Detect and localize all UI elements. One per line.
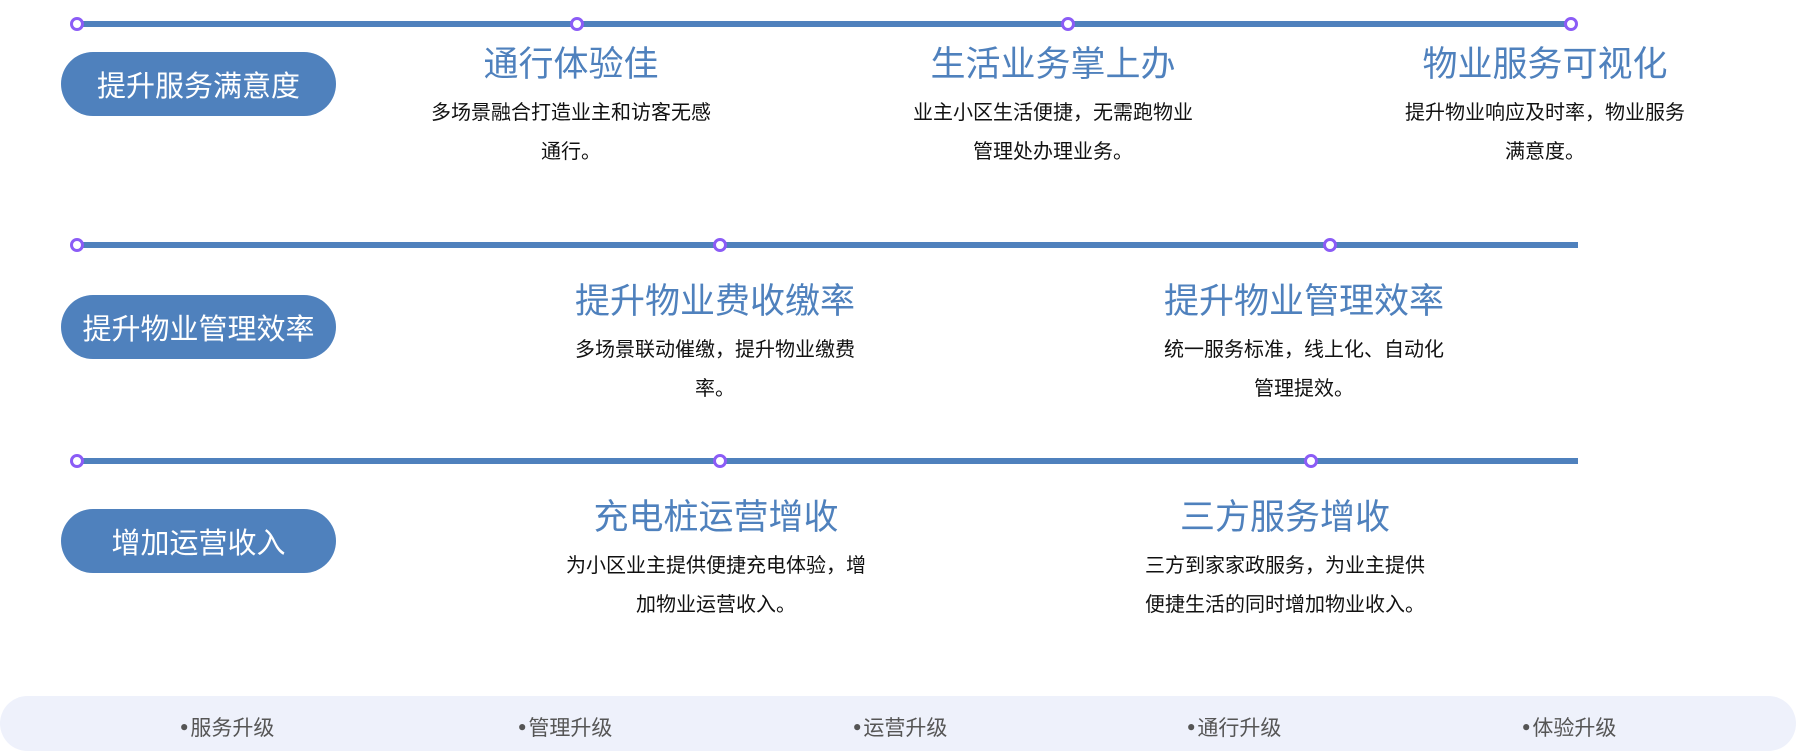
timeline-dot [1061, 17, 1075, 31]
timeline-dot [713, 238, 727, 252]
benefit-title: 充电桩运营增收 [593, 498, 839, 538]
tag-service-upgrade: •服务升级 [178, 716, 275, 740]
benefit-title: 提升物业管理效率 [1163, 282, 1444, 322]
benefit-desc: 多场景联动催缴，提升物业缴费率。 [575, 337, 855, 400]
category-pill-service: 提升服务满意度 [61, 52, 336, 116]
benefit-desc: 三方到家家政服务，为业主提供便捷生活的同时增加物业收入。 [1145, 553, 1425, 616]
benefit-title: 通行体验佳 [483, 45, 659, 85]
benefit-desc: 统一服务标准，线上化、自动化管理提效。 [1164, 337, 1444, 400]
timeline-dot [1304, 454, 1318, 468]
category-pill-management: 提升物业管理效率 [61, 295, 336, 359]
benefit-title: 三方服务增收 [1179, 498, 1390, 538]
benefit-title: 物业服务可视化 [1422, 45, 1668, 85]
tag-management-upgrade: •管理升级 [516, 716, 613, 740]
benefit-item: 提升物业管理效率 统一服务标准，线上化、自动化管理提效。 [1134, 280, 1474, 408]
benefit-desc: 提升物业响应及时率，物业服务满意度。 [1405, 100, 1685, 163]
tag-access-upgrade: •通行升级 [1185, 716, 1282, 740]
timeline-dot [70, 238, 84, 252]
benefit-item: 生活业务掌上办 业主小区生活便捷，无需跑物业管理处办理业务。 [883, 43, 1223, 171]
timeline-line-2 [77, 242, 1578, 248]
benefit-desc: 为小区业主提供便捷充电体验，增加物业运营收入。 [566, 553, 866, 616]
category-pill-revenue: 增加运营收入 [61, 509, 336, 573]
timeline-dot [70, 17, 84, 31]
benefit-item: 物业服务可视化 提升物业响应及时率，物业服务满意度。 [1375, 43, 1715, 171]
benefit-item: 提升物业费收缴率 多场景联动催缴，提升物业缴费率。 [545, 280, 885, 408]
timeline-line-1 [77, 21, 1571, 27]
timeline-line-3 [77, 458, 1578, 464]
tag-experience-upgrade: •体验升级 [1520, 716, 1617, 740]
timeline-dot [1564, 17, 1578, 31]
benefit-desc: 多场景融合打造业主和访客无感通行。 [431, 100, 711, 163]
benefit-desc: 业主小区生活便捷，无需跑物业管理处办理业务。 [913, 100, 1193, 163]
benefit-item: 充电桩运营增收 为小区业主提供便捷充电体验，增加物业运营收入。 [546, 496, 886, 624]
benefit-title: 提升物业费收缴率 [574, 282, 855, 322]
tag-operation-upgrade: •运营升级 [851, 716, 948, 740]
timeline-dot [713, 454, 727, 468]
benefit-title: 生活业务掌上办 [930, 45, 1176, 85]
upgrade-tags-bar: •服务升级 •管理升级 •运营升级 •通行升级 •体验升级 [0, 696, 1796, 751]
benefit-item: 通行体验佳 多场景融合打造业主和访客无感通行。 [401, 43, 741, 171]
benefit-item: 三方服务增收 三方到家家政服务，为业主提供便捷生活的同时增加物业收入。 [1115, 496, 1455, 624]
timeline-dot [1323, 238, 1337, 252]
timeline-dot [570, 17, 584, 31]
timeline-dot [70, 454, 84, 468]
